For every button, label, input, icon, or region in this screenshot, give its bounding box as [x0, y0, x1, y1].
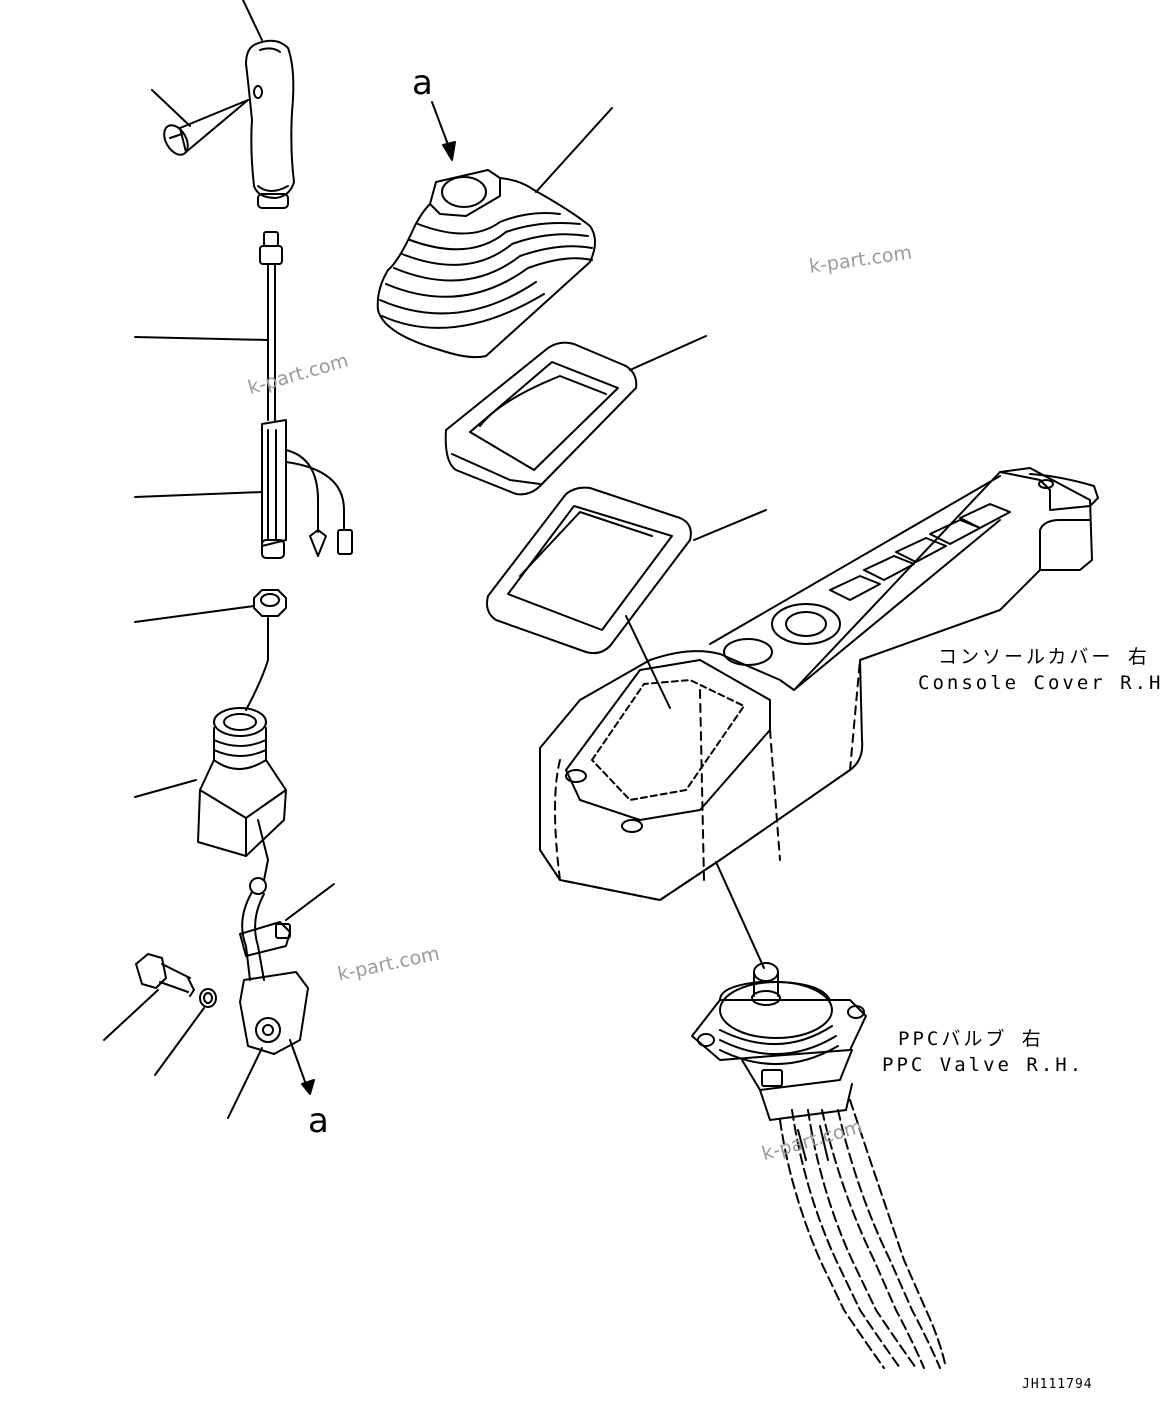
- boot-plate: [444, 335, 707, 496]
- nut: [134, 589, 287, 711]
- lever-boot: [134, 707, 287, 857]
- large-boot: [376, 107, 613, 359]
- ppc-valve-label-jp: PPCバルブ 右: [898, 1028, 1044, 1050]
- lever-knob: [242, 0, 295, 209]
- switch-harness: [134, 231, 353, 559]
- ppc-valve: [691, 962, 947, 1369]
- ppc-valve-label-en: PPC Valve R.H.: [882, 1054, 1085, 1076]
- bracket-washer: [154, 988, 217, 1076]
- bracket-bolt: [103, 953, 195, 1041]
- top-arrow: [431, 101, 456, 161]
- drawing-code: JH111794: [1022, 1377, 1093, 1392]
- callout-a-bottom: a: [308, 1101, 329, 1141]
- bracket-leaders: [227, 1039, 315, 1119]
- console-cover-label-jp: コンソールカバー 右: [938, 646, 1150, 668]
- gasket: [486, 486, 767, 655]
- knob-screw: [151, 89, 249, 156]
- console-cover: [539, 467, 1099, 901]
- valve-leader: [715, 861, 765, 969]
- lever-bracket: [239, 819, 335, 1055]
- callout-a-top: a: [412, 63, 433, 103]
- console-cover-label-en: Console Cover R.H.: [918, 672, 1163, 694]
